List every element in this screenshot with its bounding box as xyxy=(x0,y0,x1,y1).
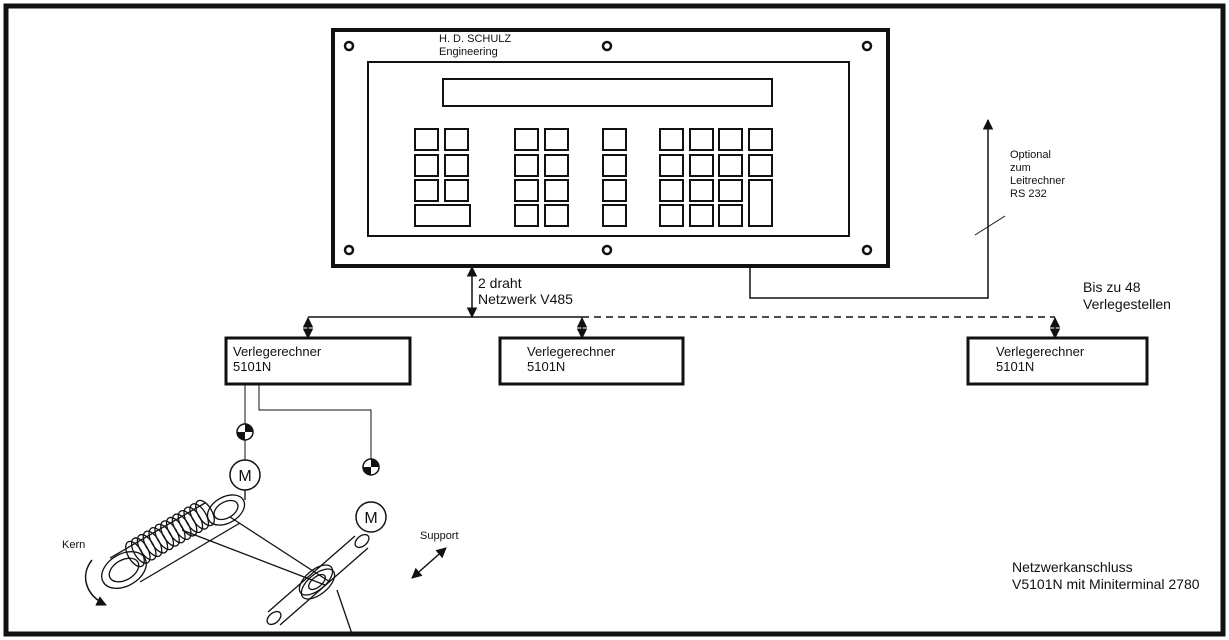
network-label-line1: 2 draht xyxy=(478,275,522,291)
keypad-key xyxy=(718,128,743,151)
encoder-icon xyxy=(236,423,254,441)
screw xyxy=(601,244,613,256)
terminal-brand-line2: Engineering xyxy=(439,46,498,58)
caption-line1: Netzwerkanschluss xyxy=(1012,559,1133,575)
keypad-key xyxy=(659,128,684,151)
computer-box-2: Verlegerechner 5101N xyxy=(498,336,685,386)
keypad-key xyxy=(659,204,684,227)
screw xyxy=(343,244,355,256)
keypad-key xyxy=(689,204,714,227)
keypad-key xyxy=(718,154,743,177)
optional-line2: zum xyxy=(1010,162,1031,174)
keypad-key xyxy=(544,154,569,177)
computer-box-1: Verlegerechner 5101N xyxy=(224,336,412,386)
support-arrow xyxy=(411,547,447,579)
keypad-key xyxy=(748,154,773,177)
keypad-key xyxy=(414,154,439,177)
keypad-key xyxy=(444,154,469,177)
terminal-keypad xyxy=(414,128,773,227)
computer-3-model: 5101N xyxy=(996,359,1034,374)
keypad-key xyxy=(514,204,539,227)
max-stations-line2: Verlegestellen xyxy=(1083,296,1171,312)
keypad-key xyxy=(689,128,714,151)
terminal-display xyxy=(442,78,773,107)
rs232-link xyxy=(749,118,994,299)
keypad-key xyxy=(514,179,539,202)
keypad-key xyxy=(414,204,471,227)
rs232-tick xyxy=(974,215,1006,236)
keypad-key xyxy=(444,128,469,151)
screw xyxy=(861,244,873,256)
max-stations-line1: Bis zu 48 xyxy=(1083,279,1141,295)
keypad-key xyxy=(748,128,773,151)
keypad-key xyxy=(689,179,714,202)
screw xyxy=(343,40,355,52)
keypad-key xyxy=(414,179,439,202)
motor-1-symbol: M xyxy=(238,468,251,485)
outer-frame xyxy=(3,3,1226,637)
keypad-key xyxy=(659,154,684,177)
computer-1-name: Verlegerechner xyxy=(233,344,322,359)
keypad-key xyxy=(514,128,539,151)
terminal-brand-line1: H. D. SCHULZ xyxy=(439,33,511,45)
computer-2-model: 5101N xyxy=(527,359,565,374)
keypad-key xyxy=(544,128,569,151)
keypad-key xyxy=(659,179,684,202)
coil-turn xyxy=(130,537,151,564)
keypad-key xyxy=(689,154,714,177)
motor-icon: M xyxy=(229,459,261,491)
keypad-key xyxy=(718,179,743,202)
support-label: Support xyxy=(420,530,459,542)
caption-line2: V5101N mit Miniterminal 2780 xyxy=(1012,576,1200,592)
support-guide xyxy=(181,516,370,635)
optional-line4: RS 232 xyxy=(1010,188,1047,200)
coil-windings xyxy=(125,499,215,568)
computer-3-name: Verlegerechner xyxy=(996,344,1085,359)
keypad-key xyxy=(544,179,569,202)
keypad-key xyxy=(718,204,743,227)
keypad-key xyxy=(444,179,469,202)
keypad-key xyxy=(748,179,773,227)
keypad-key xyxy=(414,128,439,151)
keypad-key xyxy=(602,128,627,151)
computer-1-model: 5101N xyxy=(233,359,271,374)
winding-core xyxy=(101,490,246,589)
screw xyxy=(601,40,613,52)
keypad-key xyxy=(602,154,627,177)
optional-line1: Optional xyxy=(1010,149,1051,161)
screw xyxy=(861,40,873,52)
optional-line3: Leitrechner xyxy=(1010,175,1065,187)
computer-box-3: Verlegerechner 5101N xyxy=(966,336,1149,386)
coil-turn xyxy=(125,540,145,568)
terminal-inner-frame xyxy=(367,61,850,237)
terminal-panel: H. D. SCHULZ Engineering xyxy=(331,28,890,268)
wire-motor-2 xyxy=(258,384,372,475)
keypad-key xyxy=(514,154,539,177)
kern-label: Kern xyxy=(62,539,85,551)
keypad-key xyxy=(602,204,627,227)
keypad-key xyxy=(544,204,569,227)
motor-2-symbol: M xyxy=(364,510,377,527)
motor-icon: M xyxy=(355,501,387,533)
keypad-key xyxy=(602,179,627,202)
computer-2-name: Verlegerechner xyxy=(527,344,616,359)
rotation-arrow xyxy=(84,559,107,606)
encoder-icon xyxy=(362,458,380,476)
network-label-line2: Netzwerk V485 xyxy=(478,291,573,307)
